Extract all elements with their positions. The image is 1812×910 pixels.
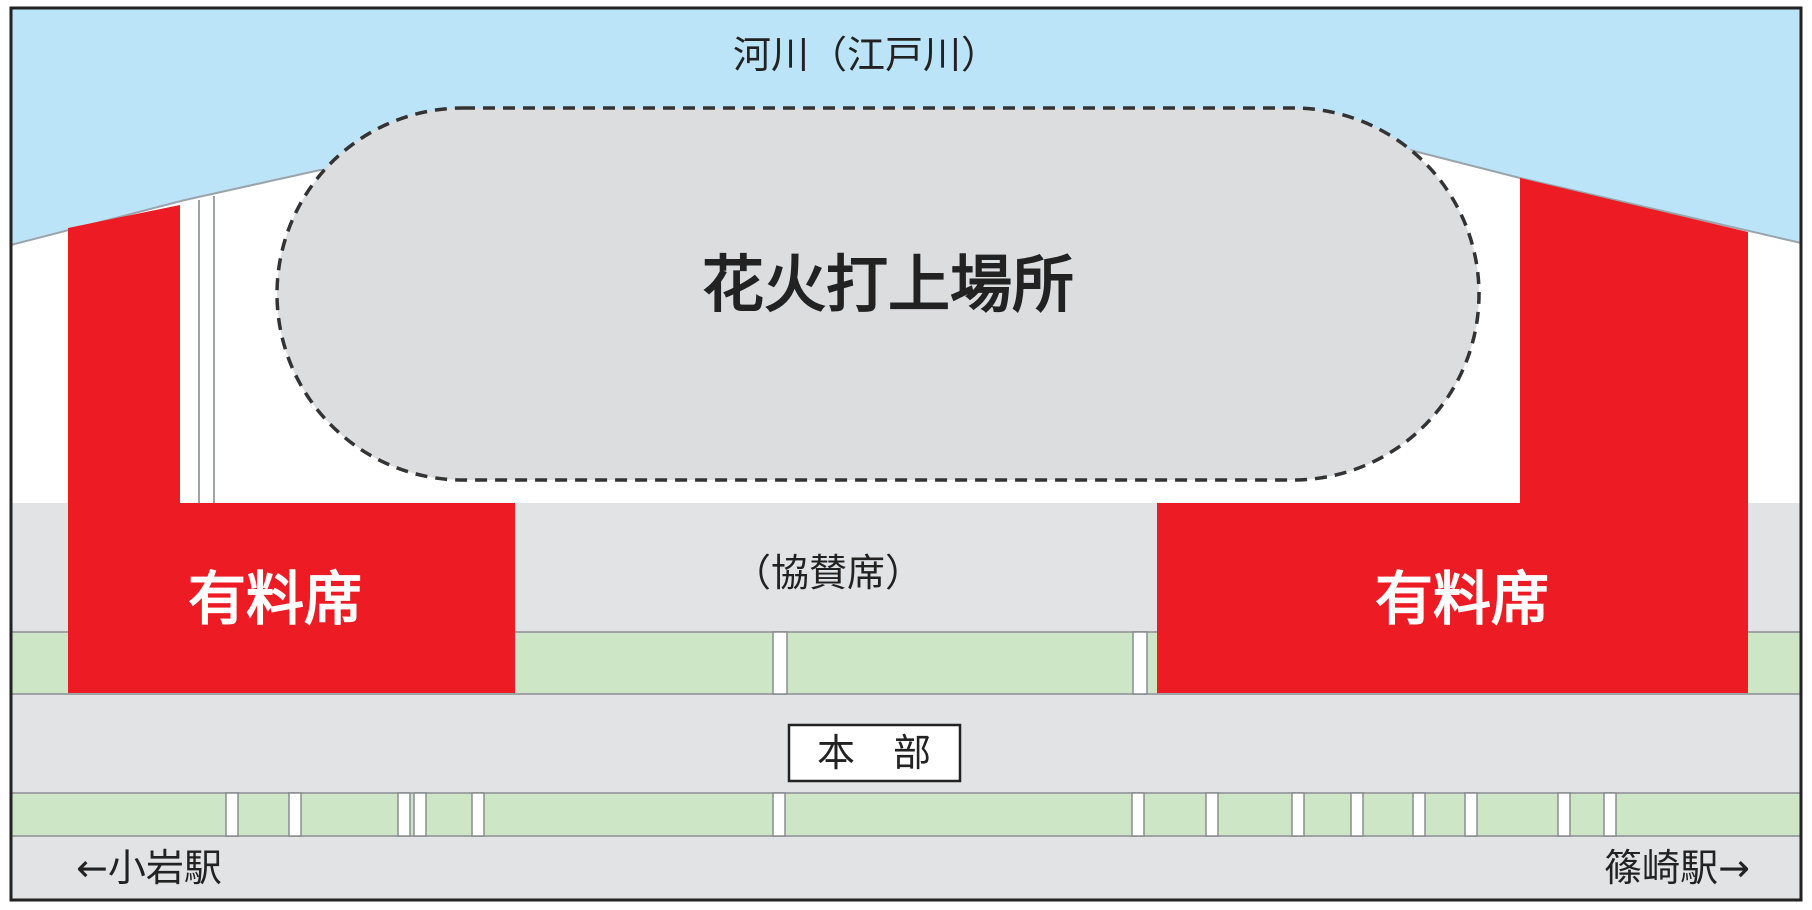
river-label: 河川（江戸川） xyxy=(733,33,999,77)
paid-seat-area-left xyxy=(68,205,515,693)
launch-site-area xyxy=(275,106,1481,482)
stairs-upper xyxy=(772,631,1148,695)
sponsor-seats-label: （協賛席） xyxy=(733,551,923,595)
launch-site-label: 花火打上場所 xyxy=(702,248,1074,321)
paid-seat-area-right xyxy=(1157,178,1748,693)
headquarters-label: 本 部 xyxy=(817,731,931,775)
headquarters-box xyxy=(787,723,962,783)
paid-seat-label-left: 有料席 xyxy=(188,565,362,633)
stairs-lower xyxy=(225,792,1617,837)
walkway-lines xyxy=(198,196,215,503)
station-left-label: ←小岩駅 xyxy=(76,846,222,890)
grass-strip-lower xyxy=(10,792,1802,837)
map-frame xyxy=(9,6,1803,902)
station-right-label: 篠崎駅→ xyxy=(1604,846,1750,890)
paid-seat-label-right: 有料席 xyxy=(1375,565,1549,633)
